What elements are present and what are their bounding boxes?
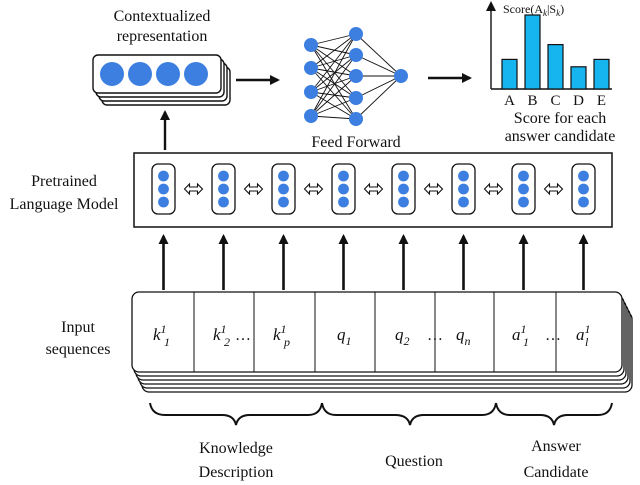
knowledge-label-line2: Description <box>199 464 274 481</box>
bidirectional-arrow-icon <box>303 182 324 196</box>
plm-label-line2: Language Model <box>10 196 119 213</box>
score-bar-e <box>593 58 610 90</box>
token-kp-sub: p <box>283 335 290 349</box>
token-qn: qn <box>456 325 471 348</box>
ffn-connections <box>310 33 402 120</box>
plm-token-cell <box>511 163 536 215</box>
answer-label-line1: Answer <box>531 438 581 455</box>
plm-token-cell <box>571 163 596 215</box>
input-to-plm-arrows <box>158 234 589 290</box>
bidirectional-arrow-icon <box>243 182 264 196</box>
score-bar-a <box>501 58 518 90</box>
ffn-input-node <box>304 61 318 75</box>
score-bar-label-c: C <box>550 93 560 109</box>
bidirectional-arrow-icon <box>363 182 384 196</box>
ffn-hidden-node <box>349 27 363 41</box>
brace-question <box>321 402 497 426</box>
plm-token-cell <box>151 163 176 215</box>
plm-token-cell <box>451 163 476 215</box>
ffn-output-node <box>394 69 408 83</box>
plm-token-cells <box>151 163 596 215</box>
score-bar-label-d: D <box>573 93 584 109</box>
token-a1: a1 <box>512 322 527 344</box>
feed-forward-label: Feed Forward <box>311 134 400 151</box>
ffn-hidden-node <box>349 112 363 126</box>
bidirectional-arrow-icon <box>183 182 204 196</box>
ffn-hidden-node <box>349 91 363 105</box>
bidirectional-arrow-icon <box>423 182 444 196</box>
ellipsis-question: … <box>427 327 443 344</box>
token-q2: q2 <box>395 325 410 348</box>
score-bars <box>501 14 610 90</box>
plm-token-cell <box>331 163 356 215</box>
brace-knowledge <box>149 402 323 426</box>
feed-forward-network <box>304 27 408 126</box>
plm-label-line1: Pretrained <box>31 173 97 190</box>
ffn-hidden-node <box>349 48 363 62</box>
plm-token-cell <box>391 163 416 215</box>
token-al-sub: l <box>585 335 589 349</box>
input-label-line2: sequences <box>46 341 111 358</box>
segment-braces <box>149 402 613 426</box>
brace-answer <box>495 402 613 426</box>
score-caption-line2: answer candidate <box>505 128 616 145</box>
contextualized-label-line1: Contextualized <box>114 8 211 25</box>
score-bar-b <box>524 14 541 90</box>
ellipsis-knowledge: … <box>235 327 251 344</box>
score-bar-label-b: B <box>527 93 537 109</box>
token-k1-sub: 1 <box>164 335 170 349</box>
token-a1-sub: 1 <box>523 335 529 349</box>
token-al: a1 <box>576 322 591 344</box>
plm-token-cell <box>211 163 236 215</box>
score-bar-label-a: A <box>504 93 515 109</box>
question-label: Question <box>385 453 443 470</box>
bidirectional-arrow-icon <box>483 182 504 196</box>
bidirectional-arrow-icon <box>543 182 564 196</box>
score-bar-c <box>547 43 564 90</box>
contextualized-label-line2: representation <box>117 28 208 45</box>
token-q1: q1 <box>337 325 352 348</box>
knowledge-label-line1: Knowledge <box>199 440 273 457</box>
input-tokens: k1 1 k1 2 … k1 p q1 q2 … qn a1 1 … a1 l <box>153 322 591 349</box>
score-caption-line1: Score for each <box>514 110 606 127</box>
contextualized-representation-stack <box>92 54 231 106</box>
plm-bidirectional-arrows <box>183 182 564 196</box>
answer-label-line2: Candidate <box>524 464 589 481</box>
plm-token-cell <box>271 163 296 215</box>
ffn-input-node <box>304 38 318 52</box>
score-bar-d <box>570 66 587 90</box>
input-sequences-stack <box>131 291 633 393</box>
ellipsis-answer: … <box>545 327 561 344</box>
token-kp: k1 <box>273 322 287 344</box>
score-bar-label-e: E <box>597 93 606 109</box>
token-k2: k1 <box>213 322 227 344</box>
token-k1: k1 <box>153 322 167 344</box>
token-k2-sub: 2 <box>224 335 230 349</box>
ffn-hidden-node <box>349 69 363 83</box>
score-axis-label: Score(Ak|Sk) <box>503 2 564 18</box>
ffn-input-node <box>304 109 318 123</box>
ffn-input-node <box>304 85 318 99</box>
input-label-line1: Input <box>61 319 95 336</box>
